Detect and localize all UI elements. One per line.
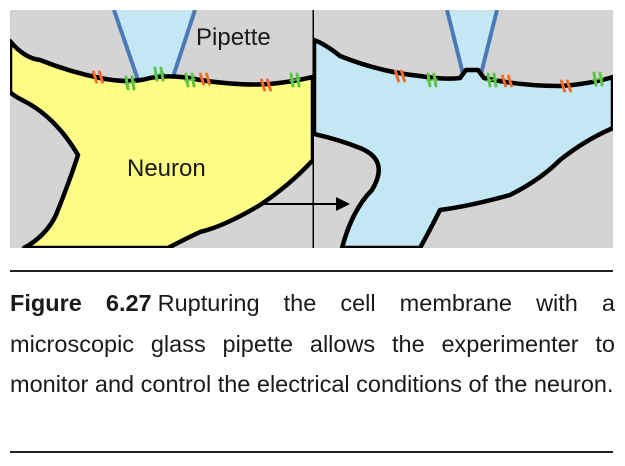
pipette-left-wall-left — [112, 10, 140, 81]
panel-before — [10, 10, 313, 248]
neuron-after — [314, 37, 613, 248]
pipette-left-wall-right — [170, 10, 197, 81]
patch-clamp-diagram — [10, 10, 613, 248]
caption-top-rule — [10, 270, 613, 272]
caption-figure-number: Figure 6.27 — [10, 290, 152, 316]
pipette-right-wall-right — [479, 10, 499, 75]
caption-text: Rupturing the cell membrane with a micro… — [10, 290, 616, 397]
caption-bottom-rule — [10, 451, 613, 453]
pipette-label: Pipette — [196, 24, 271, 51]
right-arrow-icon — [264, 197, 350, 211]
neuron-label: Neuron — [127, 155, 206, 182]
panel-after — [314, 10, 613, 248]
pipette-right-wall-left — [445, 10, 465, 75]
neuron-before — [10, 38, 313, 248]
